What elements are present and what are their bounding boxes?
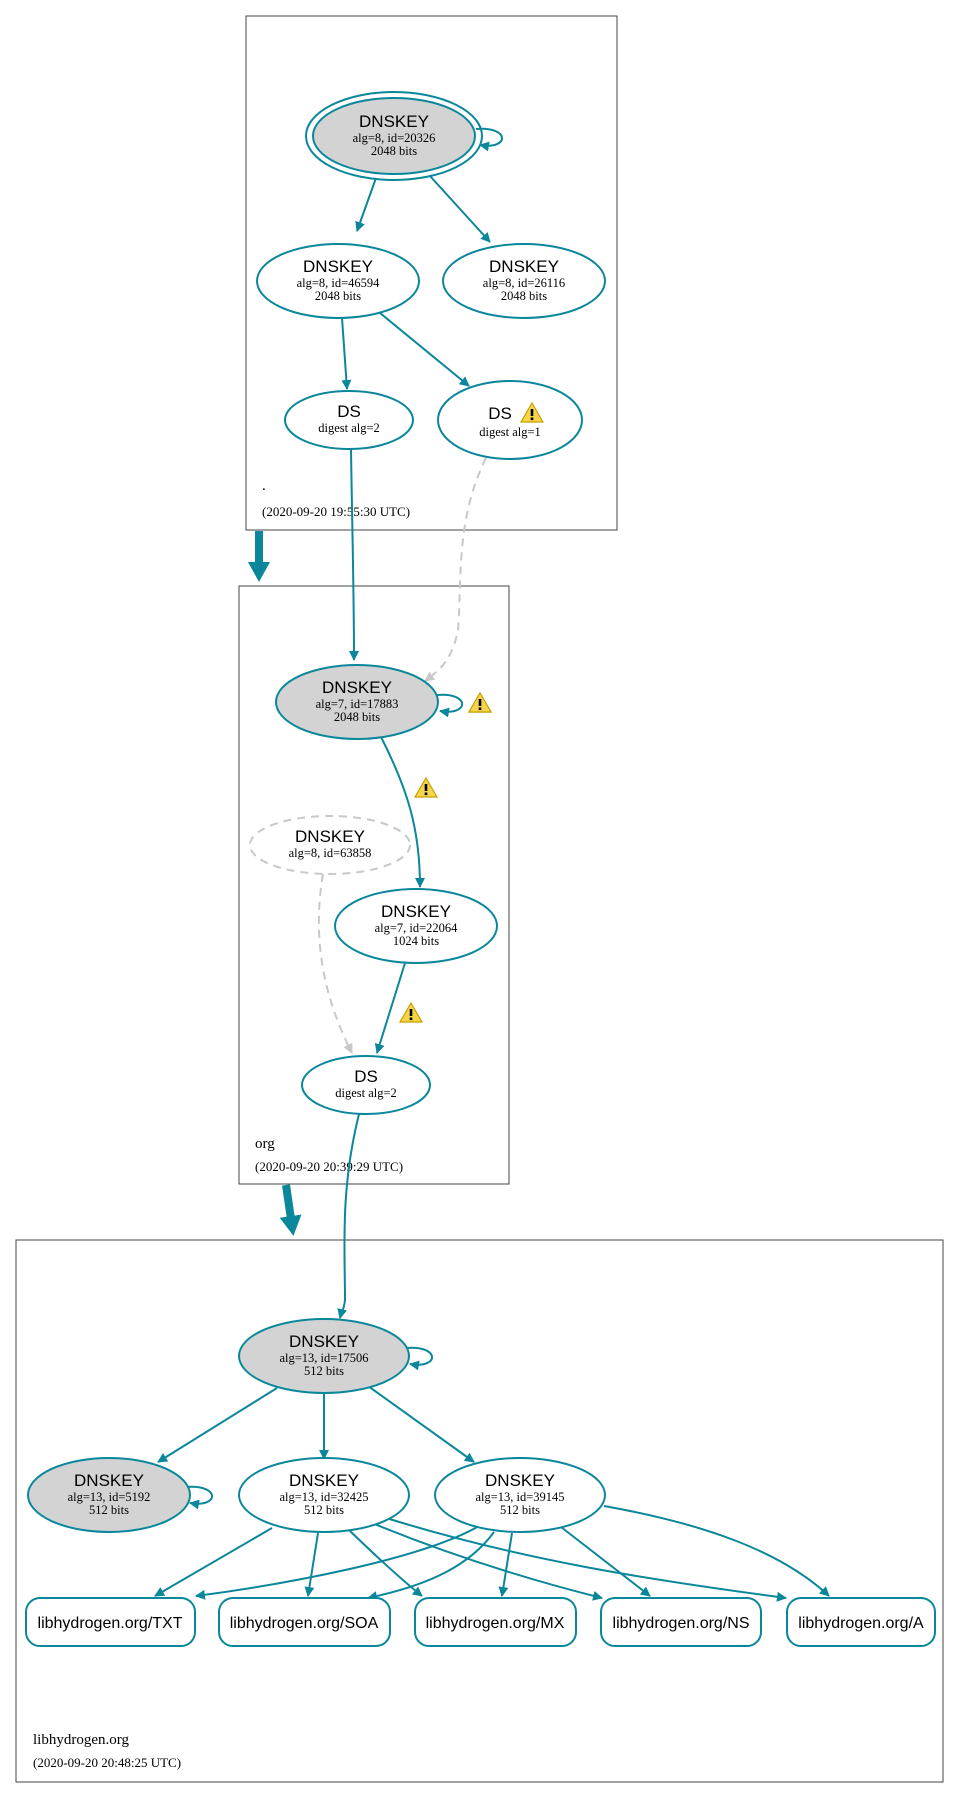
edge-k39145-txt [195,1525,480,1600]
svg-text:DNSKEY: DNSKEY [381,902,451,921]
edge-root-ksk-zsk1 [355,177,377,232]
svg-text:DNSKEY: DNSKEY [289,1471,359,1490]
warning-icon [468,692,492,713]
zone-root [245,15,618,531]
zone-root-timestamp: (2020-09-20 19:55:30 UTC) [262,504,410,519]
svg-text:alg=13, id=17506: alg=13, id=17506 [279,1351,368,1365]
zone-libhydrogen-timestamp: (2020-09-20 20:48:25 UTC) [33,1755,181,1770]
node-dnskey-org-zsk-22064: DNSKEY alg=7, id=22064 1024 bits [334,888,498,964]
zone-org-name: org [255,1136,275,1152]
edge-lib-ksk-self [405,1346,433,1371]
svg-text:DNSKEY: DNSKEY [74,1471,144,1490]
node-dnskey-org-ksk-17883: DNSKEY alg=7, id=17883 2048 bits [275,664,439,740]
node-dnskey-lib-39145: DNSKEY alg=13, id=39145 512 bits [434,1457,606,1533]
rrset-node-txt: libhydrogen.org/TXT [25,1597,196,1647]
rrset-node-a: libhydrogen.org/A [786,1597,936,1647]
zone-libhydrogen-name: libhydrogen.org [33,1732,129,1748]
edge-k32425-a [382,1516,787,1602]
rrset-node-soa: libhydrogen.org/SOA [218,1597,391,1647]
edge-lib-k5192-self [185,1485,213,1510]
edge-org-ksk-zsk [380,736,425,888]
rrset-node-mx: libhydrogen.org/MX [414,1597,577,1647]
svg-text:512 bits: 512 bits [304,1503,344,1517]
edge-k39145-soa [367,1531,495,1602]
edge-ds1-org-ksk [424,457,487,682]
edge-k32425-mx [349,1530,423,1597]
node-dnskey-root-zsk-26116: DNSKEY alg=8, id=26116 2048 bits [442,243,606,319]
edge-lib-ds-ksk [337,1113,360,1319]
svg-text:libhydrogen.org/A: libhydrogen.org/A [798,1615,924,1632]
edge-root-ksk-self [475,127,503,152]
svg-text:libhydrogen.org/MX: libhydrogen.org/MX [426,1615,565,1632]
node-dnskey-root-ksk: DNSKEY alg=8, id=20326 2048 bits [305,91,483,181]
node-ds-digest-1-root: DS digest alg=1 [437,380,583,460]
svg-text:DS: DS [337,402,361,421]
svg-text:DNSKEY: DNSKEY [359,112,429,131]
edge-k39145-a [603,1505,830,1597]
svg-text:512 bits: 512 bits [500,1503,540,1517]
edge-lib-ksk-k39145 [367,1385,475,1463]
svg-text:digest alg=2: digest alg=2 [318,421,380,435]
svg-text:alg=13, id=5192: alg=13, id=5192 [68,1490,151,1504]
node-ds-digest-2-org: DS digest alg=2 [301,1055,431,1115]
svg-text:libhydrogen.org/TXT: libhydrogen.org/TXT [38,1615,183,1632]
node-dnskey-lib-5192: DNSKEY alg=13, id=5192 512 bits [27,1457,191,1533]
svg-text:libhydrogen.org/SOA: libhydrogen.org/SOA [230,1615,379,1632]
warning-icon [414,777,438,798]
edge-org-zsk-ds [374,962,406,1054]
svg-text:2048 bits: 2048 bits [334,710,380,724]
svg-text:alg=7, id=22064: alg=7, id=22064 [375,921,459,935]
edge-org-inactive-ds [317,873,353,1054]
node-dnskey-root-zsk-46594: DNSKEY alg=8, id=46594 2048 bits [256,243,420,319]
svg-text:alg=13, id=39145: alg=13, id=39145 [475,1490,564,1504]
rrset-node-ns: libhydrogen.org/NS [600,1597,762,1647]
svg-text:alg=8, id=20326: alg=8, id=20326 [353,131,436,145]
svg-text:libhydrogen.org/NS: libhydrogen.org/NS [613,1615,750,1632]
svg-text:DS: DS [354,1067,378,1086]
svg-text:DNSKEY: DNSKEY [489,257,559,276]
svg-text:512 bits: 512 bits [304,1364,344,1378]
edge-k32425-txt [154,1527,273,1597]
edge-k32425-ns [371,1522,603,1601]
svg-text:digest alg=2: digest alg=2 [335,1086,397,1100]
svg-text:DNSKEY: DNSKEY [485,1471,555,1490]
node-dnskey-lib-ksk-17506: DNSKEY alg=13, id=17506 512 bits [238,1318,410,1394]
svg-text:DNSKEY: DNSKEY [322,678,392,697]
zone-libhydrogen [15,1239,944,1783]
edge-lib-ksk-k5192 [157,1387,278,1463]
svg-text:alg=13, id=32425: alg=13, id=32425 [279,1490,368,1504]
edge-k39145-mx [498,1532,513,1597]
svg-text:digest alg=1: digest alg=1 [479,425,541,439]
svg-text:alg=8, id=26116: alg=8, id=26116 [483,276,565,290]
svg-text:512 bits: 512 bits [89,1503,129,1517]
svg-text:2048 bits: 2048 bits [315,289,361,303]
node-dnskey-org-63858: DNSKEY alg=8, id=63858 [249,815,411,875]
edge-ds2-org-ksk [348,448,359,661]
svg-text:DS: DS [488,404,512,423]
warning-icon [399,1002,423,1023]
svg-text:DNSKEY: DNSKEY [303,257,373,276]
edge-k39145-ns [560,1526,651,1597]
svg-text:2048 bits: 2048 bits [501,289,547,303]
edge-k32425-soa [304,1532,319,1597]
svg-text:alg=7, id=17883: alg=7, id=17883 [316,697,399,711]
edge-root-zsk1-ds1 [379,312,470,387]
edge-org-ksk-self [436,693,464,718]
svg-text:2048 bits: 2048 bits [371,144,417,158]
svg-text:DNSKEY: DNSKEY [295,827,365,846]
svg-text:alg=8, id=63858: alg=8, id=63858 [289,846,372,860]
edge-root-ksk-zsk2 [429,175,491,243]
svg-text:1024 bits: 1024 bits [393,934,439,948]
zone-org [238,585,510,1185]
svg-text:DNSKEY: DNSKEY [289,1332,359,1351]
zone-org-timestamp: (2020-09-20 20:39:29 UTC) [255,1159,403,1174]
node-ds-digest-2-root: DS digest alg=2 [284,390,414,450]
delegation-arrow-org-lib [279,1184,302,1236]
svg-text:alg=8, id=46594: alg=8, id=46594 [297,276,381,290]
zone-root-name: . [262,478,266,494]
edge-root-zsk1-ds2 [341,317,352,390]
node-dnskey-lib-32425: DNSKEY alg=13, id=32425 512 bits [238,1457,410,1533]
